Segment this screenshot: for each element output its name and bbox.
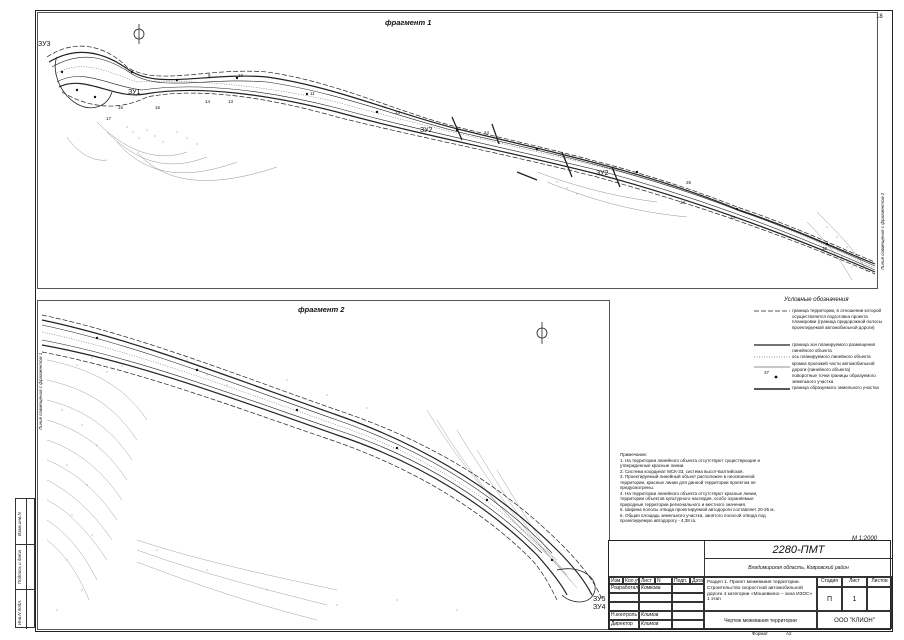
- stage-label: Стадия: [817, 577, 842, 587]
- role-cell: Директор: [609, 620, 639, 629]
- col-izm: Изм.: [609, 577, 623, 584]
- fragment2-frame: [37, 300, 610, 630]
- picket-label: 24: [484, 130, 490, 135]
- sheet-value: 1: [842, 587, 867, 611]
- project-title: Раздел 1. Проект межевания территории. С…: [704, 577, 817, 611]
- role-cell: [609, 602, 639, 611]
- notes-line: 5. Ширина полосы отвода проектируемой ав…: [620, 507, 775, 512]
- notes-title: Примечание:: [620, 452, 648, 457]
- fragment2-title: фрагмент 2: [298, 305, 345, 314]
- picket-label: 23: [395, 110, 401, 115]
- sign-cell: [672, 584, 704, 593]
- stage-value: П: [817, 587, 842, 611]
- fragment2-map: [41, 314, 603, 621]
- sheets-value: [867, 587, 892, 611]
- notes: Примечание: 1. На территории линейного о…: [620, 452, 860, 524]
- notes-line: 2. Система координат МСК-33, система выс…: [620, 468, 744, 474]
- legend-item: кромка проезжей части автомобильной доро…: [792, 361, 875, 372]
- rev-grid-empty: [609, 541, 704, 577]
- sheet-frame: [35, 10, 893, 632]
- legend-item: граница зон планируемого размещения лине…: [792, 342, 876, 353]
- sign-cell: [672, 602, 704, 611]
- picket-label: 10: [238, 73, 244, 78]
- picket-label: 34: [680, 200, 686, 205]
- notes-line: природные территории регионального и мес…: [620, 501, 747, 507]
- sign-cell: [672, 611, 704, 620]
- notes-line: предусмотрены.: [620, 485, 654, 490]
- fragment1-map: [46, 24, 876, 281]
- format-label: Формат: [752, 631, 768, 636]
- picket-label: 14: [205, 99, 211, 104]
- notes-line: 6. Общая площадь земельного участка, зан…: [620, 512, 766, 518]
- picket-label: 26: [686, 180, 692, 185]
- col-podp: Подп.: [672, 577, 690, 584]
- project-location: Владимирская область, Ковровский район: [704, 559, 892, 577]
- title-block: 2280-ПМТ Владимирская область, Ковровски…: [608, 540, 892, 630]
- legend-item: граница территории, в отношении которой …: [792, 308, 882, 330]
- col-data: Дата: [690, 577, 704, 584]
- col-n-dok: N док.: [655, 577, 672, 584]
- legend-item: поворотные точки границы образуемого зем…: [792, 373, 876, 384]
- plot-label-zu1: ЗУ1: [128, 89, 141, 96]
- picket-label: 33: [730, 215, 736, 220]
- project-code: 2280-ПМТ: [704, 541, 892, 559]
- stamp-inv-podl: Инв.N подл.: [17, 599, 22, 625]
- legend-symbols: [754, 310, 790, 390]
- col-list: Лист: [639, 577, 655, 584]
- notes-line: территории объектов культурного наследия…: [620, 496, 754, 501]
- notes-line: 3. Проектируемый линейный объект располо…: [620, 474, 755, 479]
- plot-label-zu4: ЗУ4: [593, 604, 606, 611]
- picket-label: 9: [208, 73, 211, 78]
- plot-label-zu3: ЗУ3: [38, 41, 51, 48]
- name-cell: Климов: [639, 620, 672, 629]
- format-value: A2: [786, 631, 792, 636]
- fragment1-title: фрагмент 1: [385, 18, 432, 27]
- legend-item: ось планируемого линейного объекта: [792, 354, 871, 359]
- name-cell: [639, 593, 672, 602]
- plot-label-zu5: ЗУ5: [593, 596, 606, 603]
- sheets-label: Листов: [867, 577, 892, 587]
- notes-line: территории, красные линии для данной тер…: [620, 479, 756, 485]
- plot-label-zu2-b: ЗУ2: [596, 170, 609, 177]
- sign-cell: [672, 593, 704, 602]
- legend-title: Условные обозначения: [784, 297, 849, 303]
- scale-label: М 1:2000: [852, 536, 878, 542]
- col-kol-uch: Кол.уч.: [623, 577, 639, 584]
- sign-cell: [672, 620, 704, 629]
- picket-label: 16: [118, 105, 124, 110]
- fragment1-edge-note: Линия совмещения с фрагментом 2: [880, 192, 885, 270]
- company-name: ООО "КЛИОН": [817, 611, 892, 629]
- legend-item: граница образуемого земельного участка: [792, 385, 879, 390]
- picket-label: 32: [822, 246, 828, 251]
- sheet-number: 18: [876, 14, 883, 20]
- picket-label: 17: [106, 116, 112, 121]
- stamp-vzam-inv: Взам.инв.N: [17, 512, 22, 536]
- sheet-label: Лист: [842, 577, 867, 587]
- notes-line: 4. На территории линейного объекта отсут…: [620, 490, 758, 496]
- picket-label: 15: [155, 105, 161, 110]
- picket-label: 11: [310, 91, 315, 96]
- legend-point-symbol: 37: [764, 370, 770, 375]
- drawing-name: Чертеж межевания территории: [704, 611, 817, 629]
- notes-line: утвержденные красные линии.: [620, 463, 685, 468]
- role-cell: Разработал: [609, 584, 639, 593]
- name-cell: [639, 602, 672, 611]
- plot-label-zu2-a: ЗУ2: [420, 127, 433, 134]
- role-cell: [609, 593, 639, 602]
- notes-line: проектируемую автодорогу - 4,38 га.: [620, 518, 697, 523]
- role-cell: Н.контроль: [609, 611, 639, 620]
- name-cell: Климов: [639, 611, 672, 620]
- fragment1-frame: [37, 12, 878, 289]
- picket-label: 13: [228, 99, 234, 104]
- side-stamp: [15, 498, 36, 629]
- notes-line: 1. На территории линейного объекта отсут…: [620, 457, 761, 463]
- name-cell: Комкова: [639, 584, 672, 593]
- stamp-signature-date: Подпись и дата: [17, 549, 22, 584]
